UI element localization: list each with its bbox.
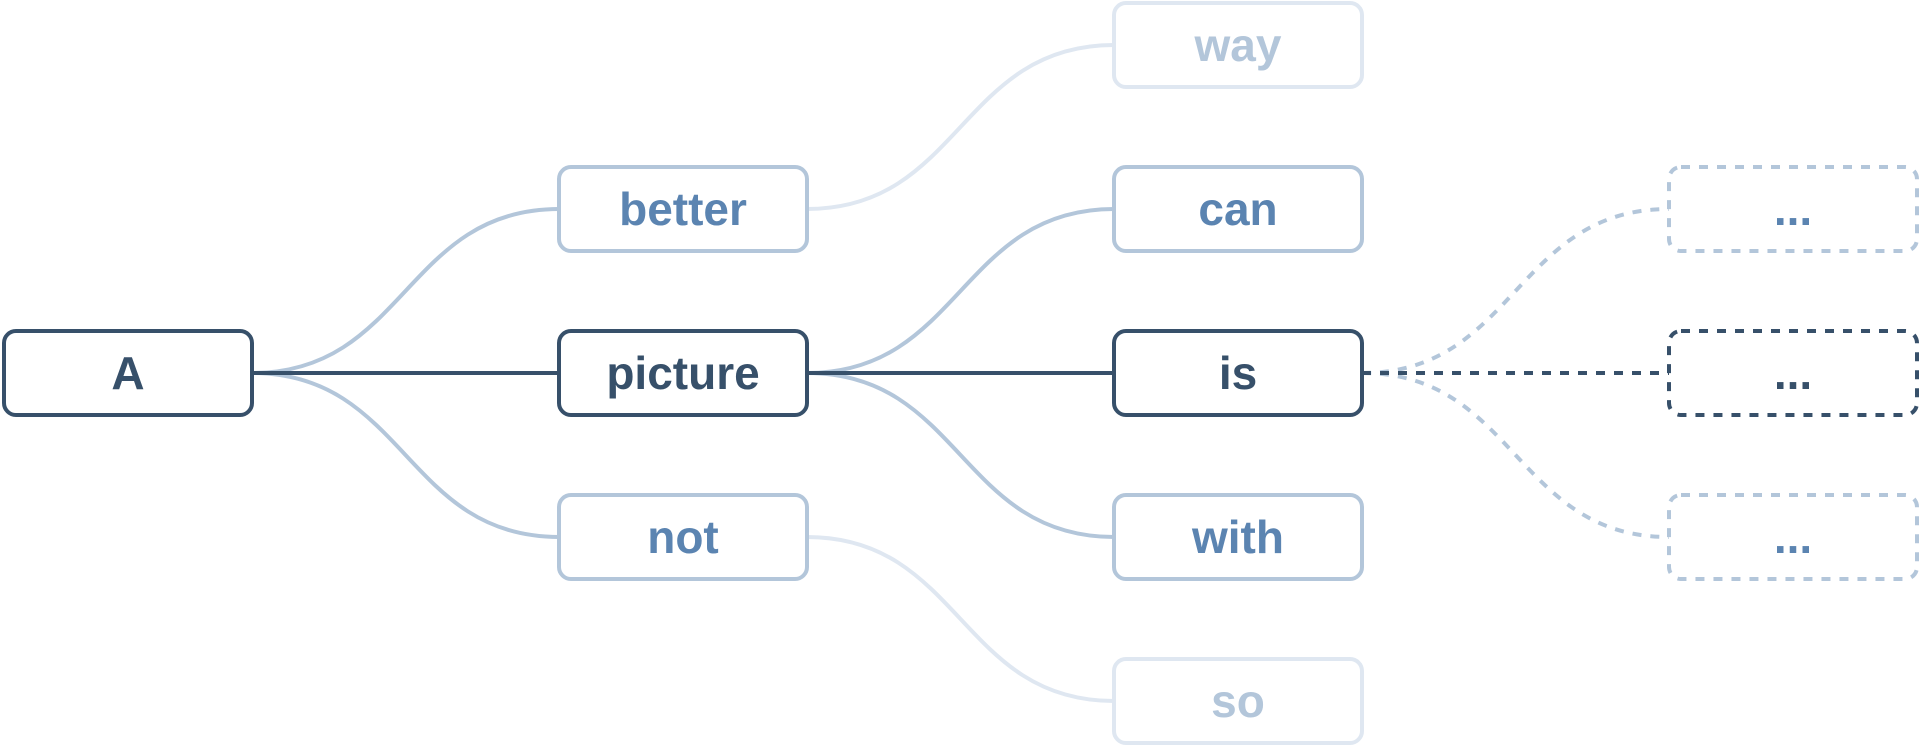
node-a-box (2, 329, 254, 417)
node-with: with (1112, 493, 1364, 581)
node-next1-box (1667, 165, 1919, 253)
node-a: A (2, 329, 254, 417)
node-picture: picture (557, 329, 809, 417)
edge-a-to-better (251, 207, 560, 375)
node-so-box (1112, 657, 1364, 745)
edge-picture-to-can (806, 207, 1115, 375)
node-with-label: with (1191, 511, 1284, 563)
node-is-box (1112, 329, 1364, 417)
node-way-label: way (1194, 19, 1282, 71)
node-not-box (557, 493, 809, 581)
node-so-label: so (1211, 675, 1265, 727)
node-picture-label: picture (606, 347, 759, 399)
node-is-label: is (1219, 347, 1257, 399)
node-next3: ... (1667, 493, 1919, 581)
node-picture-box (557, 329, 809, 417)
node-next3-box (1667, 493, 1919, 581)
node-better-label: better (619, 183, 747, 235)
node-way: way (1112, 1, 1364, 89)
node-next2: ... (1667, 329, 1919, 417)
node-not: not (557, 493, 809, 581)
node-next1: ... (1667, 165, 1919, 253)
edges-layer (251, 43, 1670, 703)
edge-better-to-way (806, 43, 1115, 211)
edge-is-to-next1 (1361, 207, 1670, 375)
edge-picture-to-with (806, 371, 1115, 539)
node-next3-label: ... (1774, 511, 1812, 563)
edge-is-to-next3 (1361, 371, 1670, 539)
edge-a-to-not (251, 371, 560, 539)
node-can-label: can (1198, 183, 1277, 235)
node-can: can (1112, 165, 1364, 253)
node-so: so (1112, 657, 1364, 745)
node-is: is (1112, 329, 1364, 417)
edge-not-to-so (806, 535, 1115, 703)
node-better: better (557, 165, 809, 253)
node-way-box (1112, 1, 1364, 89)
node-next1-label: ... (1774, 183, 1812, 235)
node-better-box (557, 165, 809, 253)
node-next2-box (1667, 329, 1919, 417)
node-a-label: A (111, 347, 144, 399)
node-with-box (1112, 493, 1364, 581)
node-next2-label: ... (1774, 347, 1812, 399)
node-not-label: not (647, 511, 719, 563)
node-can-box (1112, 165, 1364, 253)
